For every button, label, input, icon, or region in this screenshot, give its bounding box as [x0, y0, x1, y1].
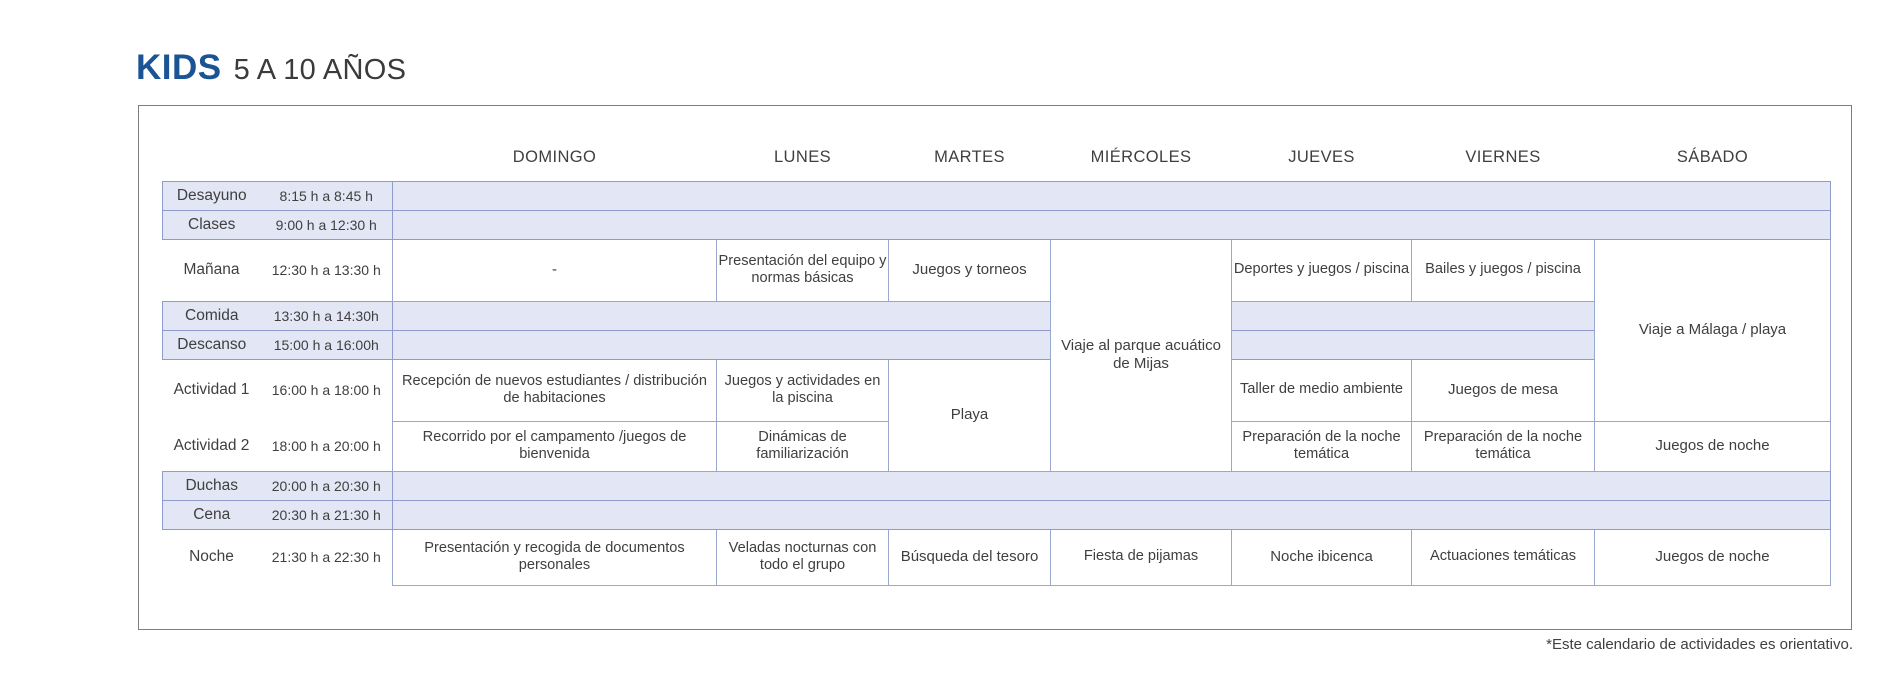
day-header-jueves: JUEVES [1288, 148, 1355, 167]
row-label-clases: Clases [162, 209, 261, 240]
row-desayuno: Desayuno 8:15 h a 8:45 h [162, 180, 1831, 211]
cell-manana-viernes: Bailes y juegos / piscina [1411, 238, 1595, 302]
row-noche: Noche 21:30 h a 22:30 h Presentación y r… [162, 528, 1831, 586]
page-title: KIDS 5 A 10 AÑOS [136, 48, 406, 88]
footnote: *Este calendario de actividades es orien… [1546, 636, 1853, 653]
row-time-noche: 21:30 h a 22:30 h [260, 529, 393, 585]
band-fill-comida-right [1231, 300, 1595, 331]
row-descanso: Descanso 15:00 h a 16:00h [162, 329, 1831, 360]
row-time-clases: 9:00 h a 12:30 h [260, 209, 393, 240]
cell-noche-martes: Búsqueda del tesoro [888, 528, 1051, 586]
day-header-miercoles: MIÉRCOLES [1090, 148, 1192, 167]
cell-noche-domingo: Presentación y recogida de documentos pe… [392, 528, 717, 586]
row-time-duchas: 20:00 h a 20:30 h [260, 470, 393, 501]
band-fill-descanso-left [392, 329, 1051, 360]
day-header-lunes: LUNES [773, 148, 832, 167]
band-fill-cena [392, 499, 1831, 530]
row-label-desayuno: Desayuno [162, 180, 261, 211]
cell-act2-sabado: Juegos de noche [1594, 420, 1831, 472]
day-header-sabado: SÁBADO [1676, 148, 1749, 167]
cell-act2-lunes: Dinámicas de familiarización [716, 420, 889, 472]
cell-act1-lunes: Juegos y actividades en la piscina [716, 358, 889, 422]
day-header-martes: MARTES [934, 148, 1005, 167]
row-actividad1: Actividad 1 16:00 h a 18:00 h Recepción … [162, 358, 1831, 472]
row-label-descanso: Descanso [162, 329, 261, 360]
band-fill-duchas [392, 470, 1831, 501]
schedule-table: DOMINGO LUNES MARTES MIÉRCOLES JUEVES VI… [162, 135, 1831, 586]
cell-noche-viernes: Actuaciones temáticas [1411, 528, 1595, 586]
row-manana: Mañana 12:30 h a 13:30 h - Presentación … [162, 238, 1831, 472]
cell-noche-jueves: Noche ibicenca [1231, 528, 1412, 586]
cell-noche-lunes: Veladas nocturnas con todo el grupo [716, 528, 889, 586]
cell-act2-domingo: Recorrido por el campamento /juegos de b… [392, 420, 717, 472]
cell-manana-domingo: - [392, 238, 717, 302]
row-time-actividad2: 18:00 h a 20:00 h [260, 421, 393, 471]
row-actividad2: Actividad 2 18:00 h a 20:00 h Recorrido … [162, 420, 1831, 472]
row-duchas: Duchas 20:00 h a 20:30 h [162, 470, 1831, 501]
cell-noche-miercoles: Fiesta de pijamas [1050, 528, 1232, 586]
cell-miercoles-trip: Viaje al parque acuático de Mijas [1050, 238, 1232, 472]
cell-act1-viernes: Juegos de mesa [1411, 358, 1595, 422]
row-label-cena: Cena [162, 499, 261, 530]
row-time-actividad1: 16:00 h a 18:00 h [260, 359, 393, 421]
cell-martes-playa: Playa [888, 358, 1051, 472]
cell-manana-martes: Juegos y torneos [888, 238, 1051, 302]
cell-act1-domingo: Recepción de nuevos estudiantes / distri… [392, 358, 717, 422]
row-time-desayuno: 8:15 h a 8:45 h [260, 180, 393, 211]
band-fill-descanso-right [1231, 329, 1595, 360]
row-label-comida: Comida [162, 300, 261, 331]
cell-manana-jueves: Deportes y juegos / piscina [1231, 238, 1412, 302]
row-time-descanso: 15:00 h a 16:00h [260, 329, 393, 360]
row-time-manana: 12:30 h a 13:30 h [260, 239, 393, 301]
row-time-cena: 20:30 h a 21:30 h [260, 499, 393, 530]
cell-act2-jueves: Preparación de la noche temática [1231, 420, 1412, 472]
band-fill-desayuno [392, 180, 1831, 211]
row-label-noche: Noche [162, 529, 261, 585]
cell-noche-sabado: Juegos de noche [1594, 528, 1831, 586]
row-label-duchas: Duchas [162, 470, 261, 501]
day-header-viernes: VIERNES [1465, 148, 1541, 167]
corner-blank-time [261, 135, 393, 181]
title-subtitle: 5 A 10 AÑOS [233, 54, 407, 86]
cell-sabado-trip: Viaje a Málaga / playa [1594, 238, 1831, 422]
row-comida: Comida 13:30 h a 14:30h [162, 300, 1831, 331]
cell-manana-lunes: Presentación del equipo y normas básicas [716, 238, 889, 302]
day-header-domingo: DOMINGO [512, 148, 597, 167]
band-fill-clases [392, 209, 1831, 240]
row-label-actividad1: Actividad 1 [162, 359, 261, 421]
day-header-row: DOMINGO LUNES MARTES MIÉRCOLES JUEVES VI… [163, 135, 1831, 181]
row-label-manana: Mañana [162, 239, 261, 301]
row-cena: Cena 20:30 h a 21:30 h [162, 499, 1831, 530]
cell-act1-jueves: Taller de medio ambiente [1231, 358, 1412, 422]
band-fill-comida-left [392, 300, 1051, 331]
cell-act2-viernes: Preparación de la noche temática [1411, 420, 1595, 472]
row-clases: Clases 9:00 h a 12:30 h [162, 209, 1831, 240]
corner-blank [163, 135, 261, 181]
row-time-comida: 13:30 h a 14:30h [260, 300, 393, 331]
title-brand: KIDS [136, 48, 222, 87]
row-label-actividad2: Actividad 2 [162, 421, 261, 471]
